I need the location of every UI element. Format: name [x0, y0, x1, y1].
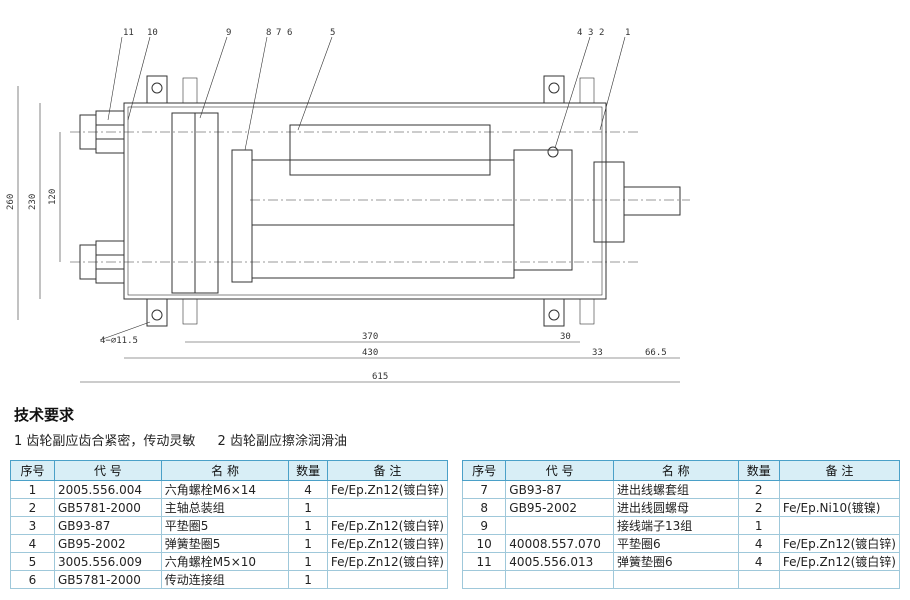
header-index: 序号 [461, 460, 507, 481]
contact-rail [289, 124, 491, 176]
mounting-lug [146, 75, 168, 104]
dim-inner-height: 230 [28, 194, 38, 210]
header-name: 名 称 [160, 460, 290, 481]
requirement-item: 1 齿轮副应齿合紧密，传动灵敏 [14, 434, 196, 449]
dim-spacing: 120 [48, 189, 58, 205]
terminal-strip [171, 112, 219, 294]
part-label: 10 [147, 28, 158, 38]
header-remark: 备 注 [326, 460, 449, 481]
header-code: 代 号 [505, 460, 614, 481]
header-qty: 数量 [288, 460, 328, 481]
dim-overall-height: 260 [6, 194, 16, 210]
dim-30: 30 [560, 332, 571, 342]
table-row [461, 570, 901, 589]
table-header: 序号 代 号 名 称 数量 备 注 [10, 460, 449, 481]
header-qty: 数量 [737, 460, 780, 481]
mounting-lug [146, 298, 168, 327]
gear-assembly [513, 146, 681, 271]
part-label: 6 [287, 28, 292, 38]
dim-66-5: 66.5 [645, 348, 667, 358]
technical-drawing: 11 10 9 8 7 6 5 4 3 2 1 260 230 120 4−⌀1… [6, 28, 690, 383]
dim-33: 33 [592, 348, 603, 358]
mounting-lug [543, 298, 565, 327]
dim-holes: 4−⌀11.5 [100, 336, 138, 346]
part-label: 8 [266, 28, 271, 38]
part-label: 4 [577, 28, 582, 38]
header-index: 序号 [10, 460, 55, 481]
header-code: 代 号 [54, 460, 162, 481]
dim-370: 370 [362, 332, 378, 342]
requirement-item: 2 齿轮副应擦涂润滑油 [217, 434, 347, 449]
requirements-list: 1 齿轮副应齿合紧密，传动灵敏 2 齿轮副应擦涂润滑油 [14, 430, 365, 449]
part-label: 2 [599, 28, 604, 38]
requirements-title: 技术要求 [14, 406, 75, 424]
header-remark: 备 注 [778, 460, 901, 481]
dim-430: 430 [362, 348, 378, 358]
mounting-lug [543, 75, 565, 104]
housing-outline [123, 102, 607, 300]
part-label: 9 [226, 28, 231, 38]
part-label: 5 [330, 28, 335, 38]
header-name: 名 称 [612, 460, 739, 481]
dim-615: 615 [372, 372, 388, 382]
table-header: 序号 代 号 名 称 数量 备 注 [461, 460, 901, 481]
part-label: 3 [588, 28, 593, 38]
part-label: 11 [123, 28, 134, 38]
part-label: 7 [276, 28, 281, 38]
part-label: 1 [625, 28, 630, 38]
